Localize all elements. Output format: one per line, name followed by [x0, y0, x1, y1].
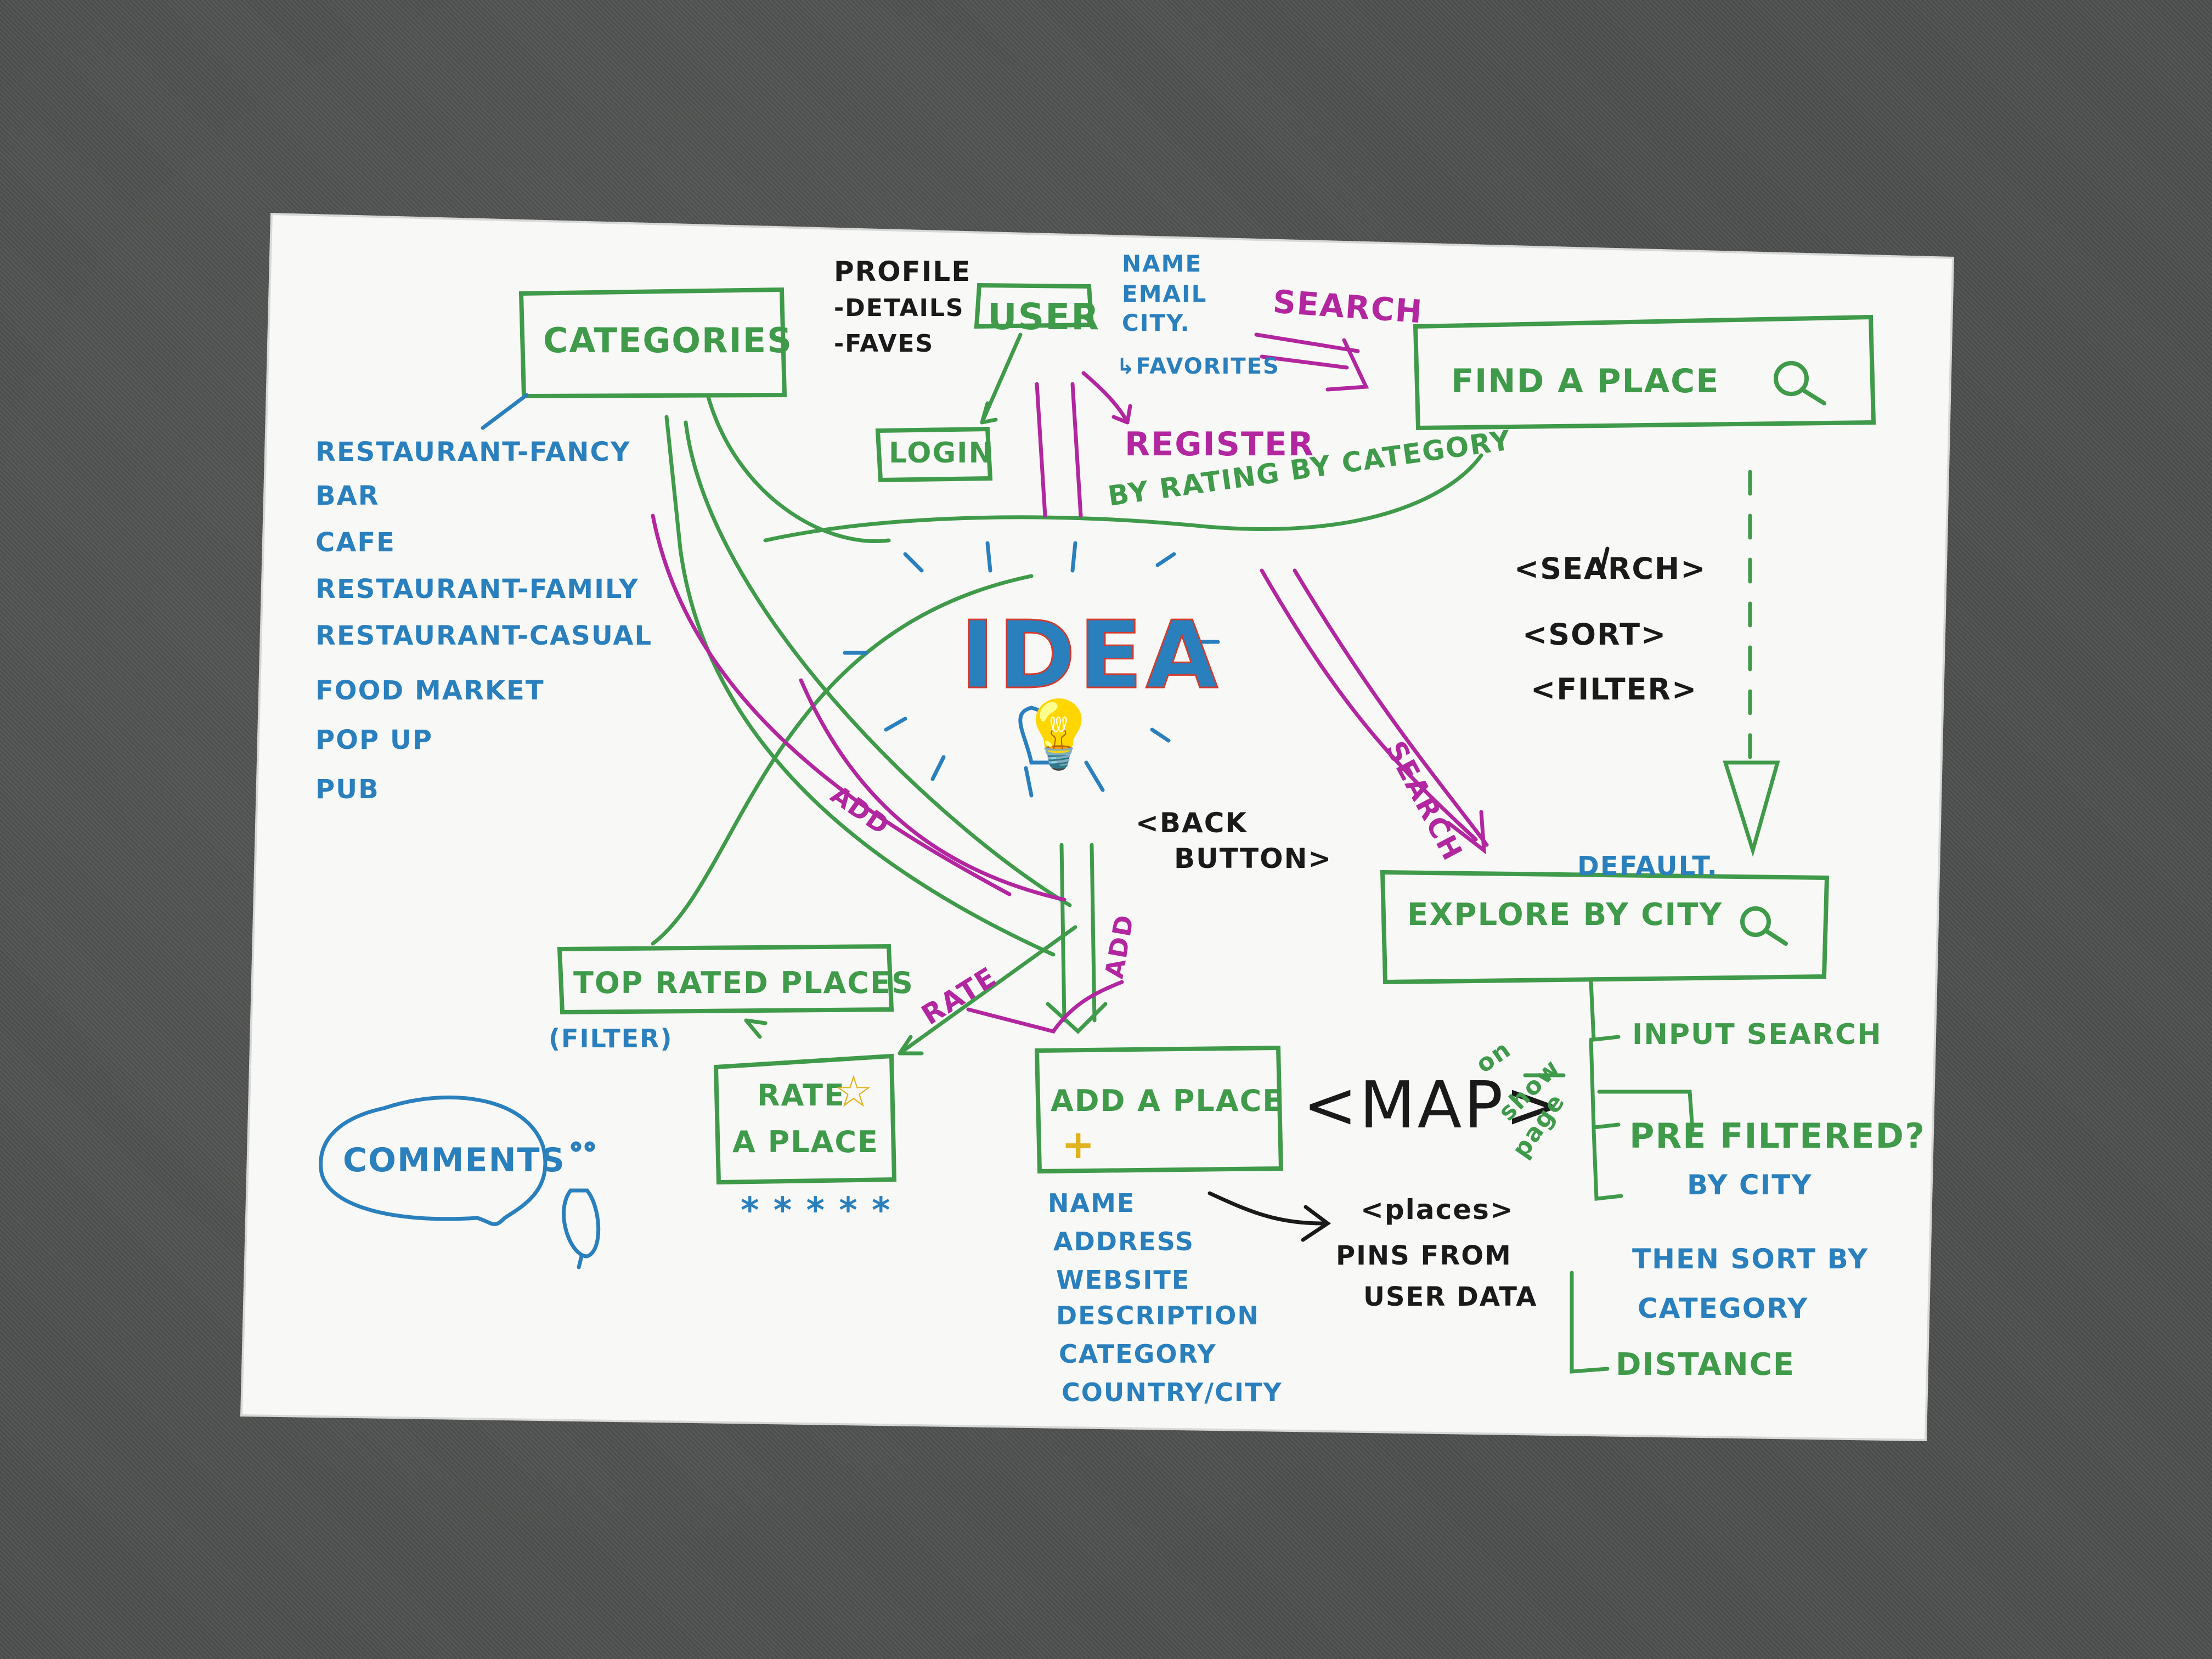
then-sort-by-label: THEN SORT BY [1632, 1243, 1869, 1275]
idea-title-text: IDEA [959, 601, 1222, 710]
category-item: RESTAURANT-FANCY [315, 437, 631, 467]
sort-tag: <SORT> [1522, 617, 1667, 652]
user-field-email: EMAIL [1122, 280, 1207, 307]
category-item: POP UP [315, 725, 433, 755]
explore-by-city-label[interactable]: EXPLORE BY CITY [1407, 897, 1723, 933]
idea-title: IDEA [959, 608, 1221, 703]
add-left-label: ADD [825, 779, 896, 841]
profile-title: PROFILE [834, 256, 972, 287]
favorites-link[interactable]: ↳FAVORITES [1116, 356, 1280, 377]
add-place-field: ADDRESS [1053, 1227, 1195, 1256]
category-sort-label: CATEGORY [1638, 1293, 1809, 1324]
favorites-label: FAVORITES [1136, 354, 1280, 379]
top-rated-places-label[interactable]: TOP RATED PLACES [573, 966, 914, 1000]
find-place-label[interactable]: FIND A PLACE [1451, 362, 1720, 400]
category-item: PUB [315, 774, 380, 805]
back-button-line2: BUTTON> [1174, 843, 1333, 874]
category-item: CAFE [315, 527, 396, 558]
category-item: RESTAURANT-CASUAL [315, 620, 653, 651]
top-rated-filter-label: (FILTER) [549, 1024, 673, 1053]
explore-default-label: DEFAULT. [1577, 851, 1718, 882]
search-tag: <SEARCH> [1514, 551, 1707, 586]
add-place-field: NAME [1048, 1188, 1136, 1218]
profile-details: -DETAILS [834, 294, 964, 322]
add-place-field: WEBSITE [1056, 1265, 1190, 1295]
add-place-label[interactable]: ADD A PLACE [1051, 1084, 1284, 1118]
user-data-label: USER DATA [1363, 1282, 1538, 1312]
rating-stars: * * * * * [741, 1190, 891, 1231]
add-place-field: COUNTRY/CITY [1062, 1378, 1283, 1407]
branch-icon: ↳ [1116, 354, 1136, 379]
user-field-name: NAME [1122, 250, 1203, 277]
search-icon[interactable] [1739, 905, 1788, 949]
pre-filtered-label: PRE FILTERED? [1629, 1116, 1926, 1156]
user-field-city: CITY. [1122, 309, 1190, 336]
category-item: BAR [315, 481, 380, 511]
categories-label[interactable]: CATEGORIES [543, 320, 793, 360]
add-place-field: DESCRIPTION [1056, 1301, 1260, 1330]
filter-tag: <FILTER> [1531, 672, 1698, 707]
places-tag: <places> [1361, 1194, 1514, 1226]
star-icon: ☆ [834, 1066, 873, 1117]
rate-box-line1[interactable]: RATE [757, 1078, 845, 1113]
pins-from-label: PINS FROM [1336, 1240, 1512, 1271]
map-label: <MAP> [1303, 1067, 1562, 1143]
plus-icon: + [1062, 1121, 1095, 1167]
add-right-label: ADD [1099, 912, 1140, 981]
lightbulb-icon: 💡 [1018, 697, 1100, 773]
search-top-label: SEARCH [1271, 283, 1425, 331]
register-label[interactable]: REGISTER [1125, 425, 1315, 464]
category-item: FOOD MARKET [315, 675, 545, 706]
face-icon [554, 1180, 609, 1273]
user-label[interactable]: USER [988, 296, 1101, 338]
search-arrow-label: SEARCH [1379, 736, 1469, 866]
category-item: RESTAURANT-FAMILY [315, 574, 639, 605]
rate-arrow-label: RATE [916, 961, 1003, 1031]
by-city-label: BY CITY [1687, 1169, 1813, 1201]
back-button-line1: <BACK [1136, 807, 1248, 839]
add-place-field: CATEGORY [1059, 1339, 1217, 1369]
profile-faves: -FAVES [834, 330, 934, 358]
distance-label: DISTANCE [1616, 1347, 1796, 1383]
input-search-label: INPUT SEARCH [1632, 1018, 1882, 1051]
search-icon[interactable] [1772, 357, 1827, 406]
login-label[interactable]: LOGIN [889, 437, 994, 470]
comments-label: COMMENTS [343, 1141, 566, 1180]
rate-box-line2[interactable]: A PLACE [732, 1125, 879, 1159]
